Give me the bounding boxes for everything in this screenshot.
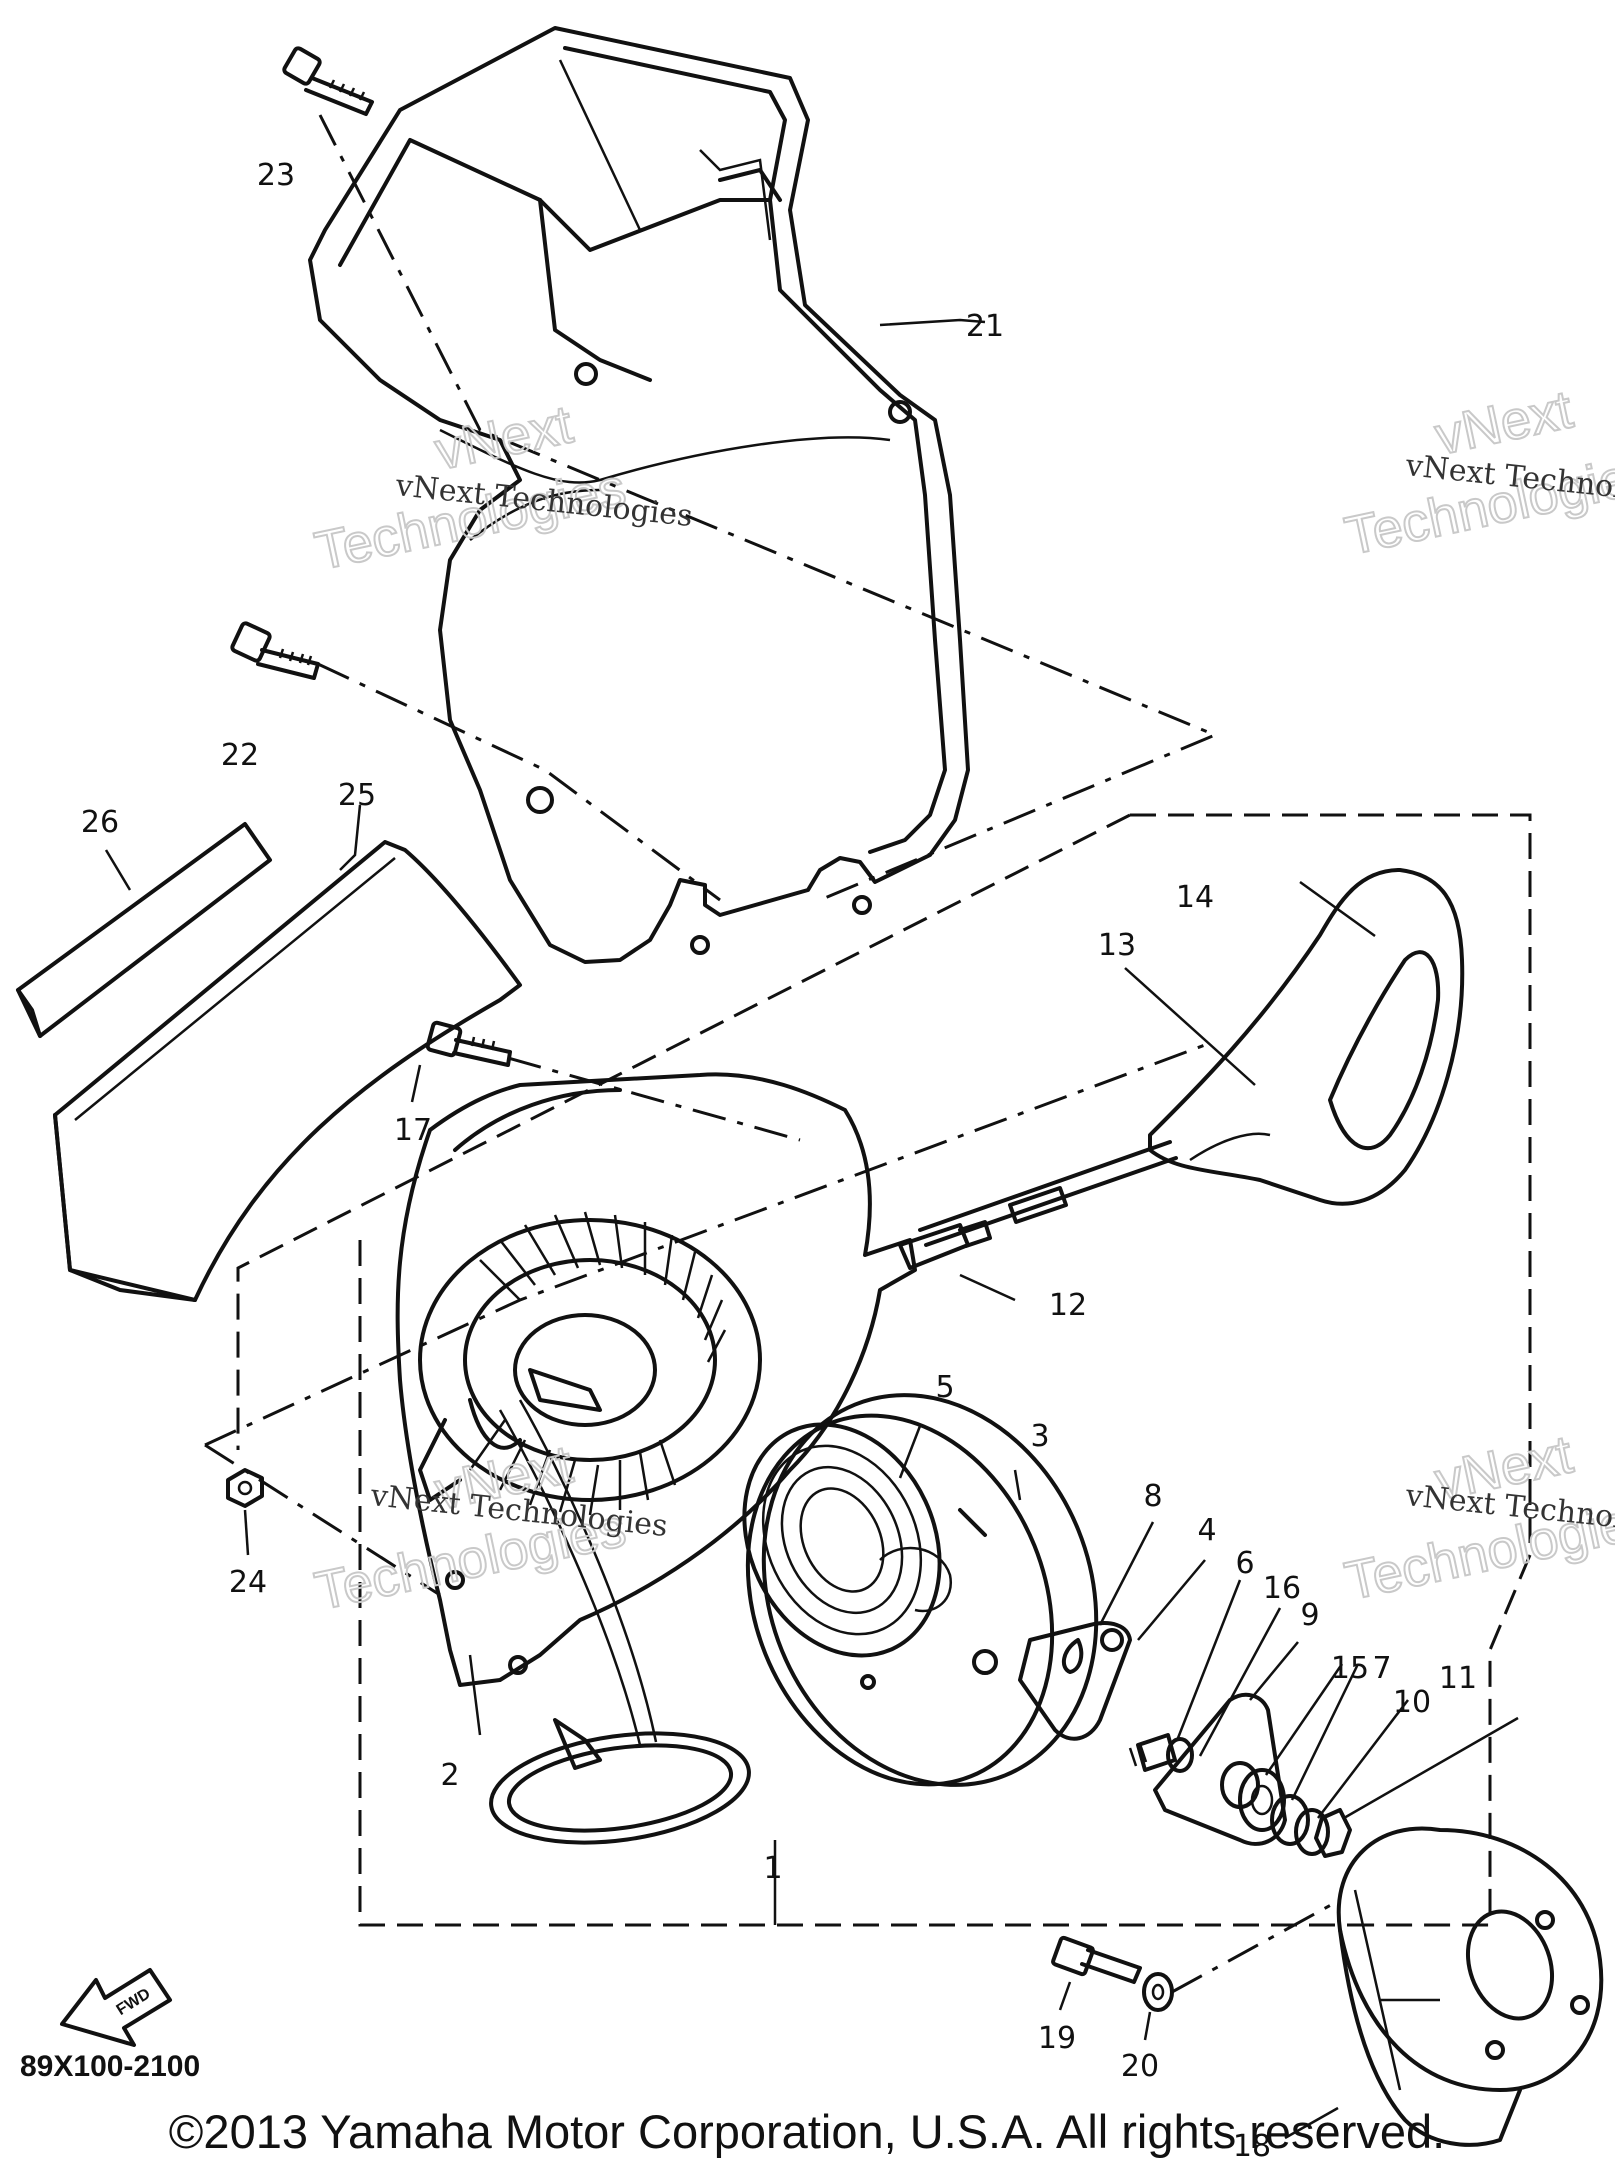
shroud-cover-21 — [308, 26, 970, 964]
callout-6: 6 — [1235, 1546, 1254, 1581]
washer-20 — [1142, 1972, 1174, 2012]
washer-15 — [1238, 1768, 1286, 1832]
callout-7: 7 — [1372, 1651, 1391, 1686]
callouts: 1 2 3 4 5 6 7 8 9 10 11 12 13 14 15 16 1… — [81, 158, 1477, 2162]
callout-10: 10 — [1393, 1685, 1431, 1720]
callout-13: 13 — [1098, 928, 1136, 963]
callout-14: 14 — [1176, 880, 1214, 915]
copyright-notice: ©2013 Yamaha Motor Corporation, U.S.A. A… — [169, 2105, 1445, 2158]
callout-20: 20 — [1121, 2049, 1159, 2084]
bolt-22 — [230, 621, 320, 680]
bolt-6 — [1128, 1733, 1177, 1772]
callout-11: 11 — [1439, 1661, 1477, 1696]
pulley-18 — [1336, 1826, 1604, 2147]
callout-12: 12 — [1049, 1288, 1087, 1323]
spring-5 — [742, 1422, 942, 1658]
callout-24: 24 — [229, 1565, 267, 1600]
callout-18: 18 — [1233, 2129, 1271, 2162]
leader-lines — [104, 318, 1519, 2140]
bolt-23 — [282, 46, 374, 116]
callout-22: 22 — [221, 738, 259, 773]
forward-arrow-icon: FWD — [60, 1968, 172, 2047]
cover-panel-25 — [53, 840, 522, 1302]
starter-handle-14 — [1148, 868, 1465, 1206]
recoil-housing-2 — [395, 1072, 917, 1845]
pawl-4 — [1018, 1621, 1132, 1741]
rope-guide-12 — [898, 1186, 1068, 1270]
callout-1: 1 — [763, 1851, 782, 1886]
cover-plate-26 — [16, 822, 272, 1038]
callout-15: 15 — [1331, 1651, 1369, 1686]
callout-3: 3 — [1030, 1419, 1049, 1454]
callout-8: 8 — [1143, 1479, 1162, 1514]
callout-5: 5 — [935, 1370, 954, 1405]
starter-rope-13 — [918, 1140, 1178, 1247]
nut-11 — [1314, 1808, 1352, 1858]
washer-16 — [1166, 1737, 1194, 1773]
bolt-19 — [1051, 1935, 1142, 1984]
callout-9: 9 — [1300, 1598, 1319, 1633]
nut-24 — [226, 1468, 264, 1508]
callout-23: 23 — [257, 158, 295, 193]
washer-10 — [1294, 1808, 1330, 1856]
pawl-spring-8 — [1061, 1638, 1084, 1674]
callout-16: 16 — [1263, 1571, 1301, 1606]
drawing-code: 89X100-2100 — [20, 2050, 200, 2083]
spring-7 — [1270, 1794, 1310, 1846]
callout-2: 2 — [440, 1758, 459, 1793]
callout-19: 19 — [1038, 2021, 1076, 2056]
callout-21: 21 — [966, 309, 1004, 344]
callout-26: 26 — [81, 805, 119, 840]
callout-25: 25 — [338, 778, 376, 813]
callout-17: 17 — [394, 1113, 432, 1148]
watermark-vnext-1: vNext — [430, 394, 578, 481]
bolt-17 — [425, 1020, 512, 1067]
callout-4: 4 — [1197, 1513, 1216, 1548]
